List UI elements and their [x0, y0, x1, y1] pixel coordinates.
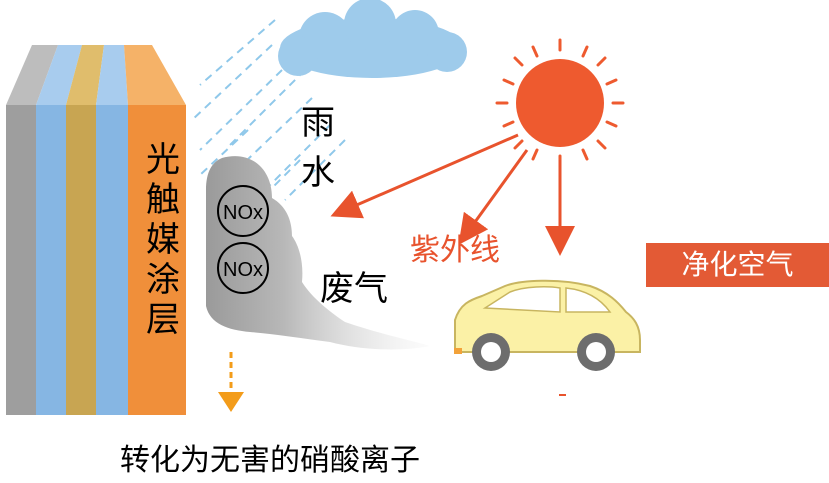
- photocatalyst-coating-layer: [128, 105, 186, 415]
- result-caption: 转化为无害的硝酸离子: [120, 443, 420, 478]
- car-icon: [454, 279, 641, 371]
- purify-air-badge: 净化空气: [646, 243, 829, 287]
- coating-label: 光触媒涂层: [146, 140, 180, 340]
- svg-text:NOx: NOx: [223, 202, 263, 224]
- uv-label: 紫外线: [410, 233, 500, 268]
- sun-icon: [495, 38, 625, 168]
- cloud-icon: [278, 0, 467, 78]
- exhaust-plume: [206, 156, 430, 350]
- uv-rays: [330, 133, 575, 256]
- nox-molecule: NOx: [217, 242, 269, 294]
- svg-text:NOx: NOx: [223, 259, 263, 281]
- rain-label: 雨水: [301, 103, 335, 193]
- exhaust-label: 废气: [320, 269, 388, 309]
- nox-molecule: NOx: [217, 185, 269, 237]
- rain-streaks: [191, 19, 346, 206]
- down-arrow-icon: [218, 352, 244, 412]
- building-layers: [6, 45, 186, 415]
